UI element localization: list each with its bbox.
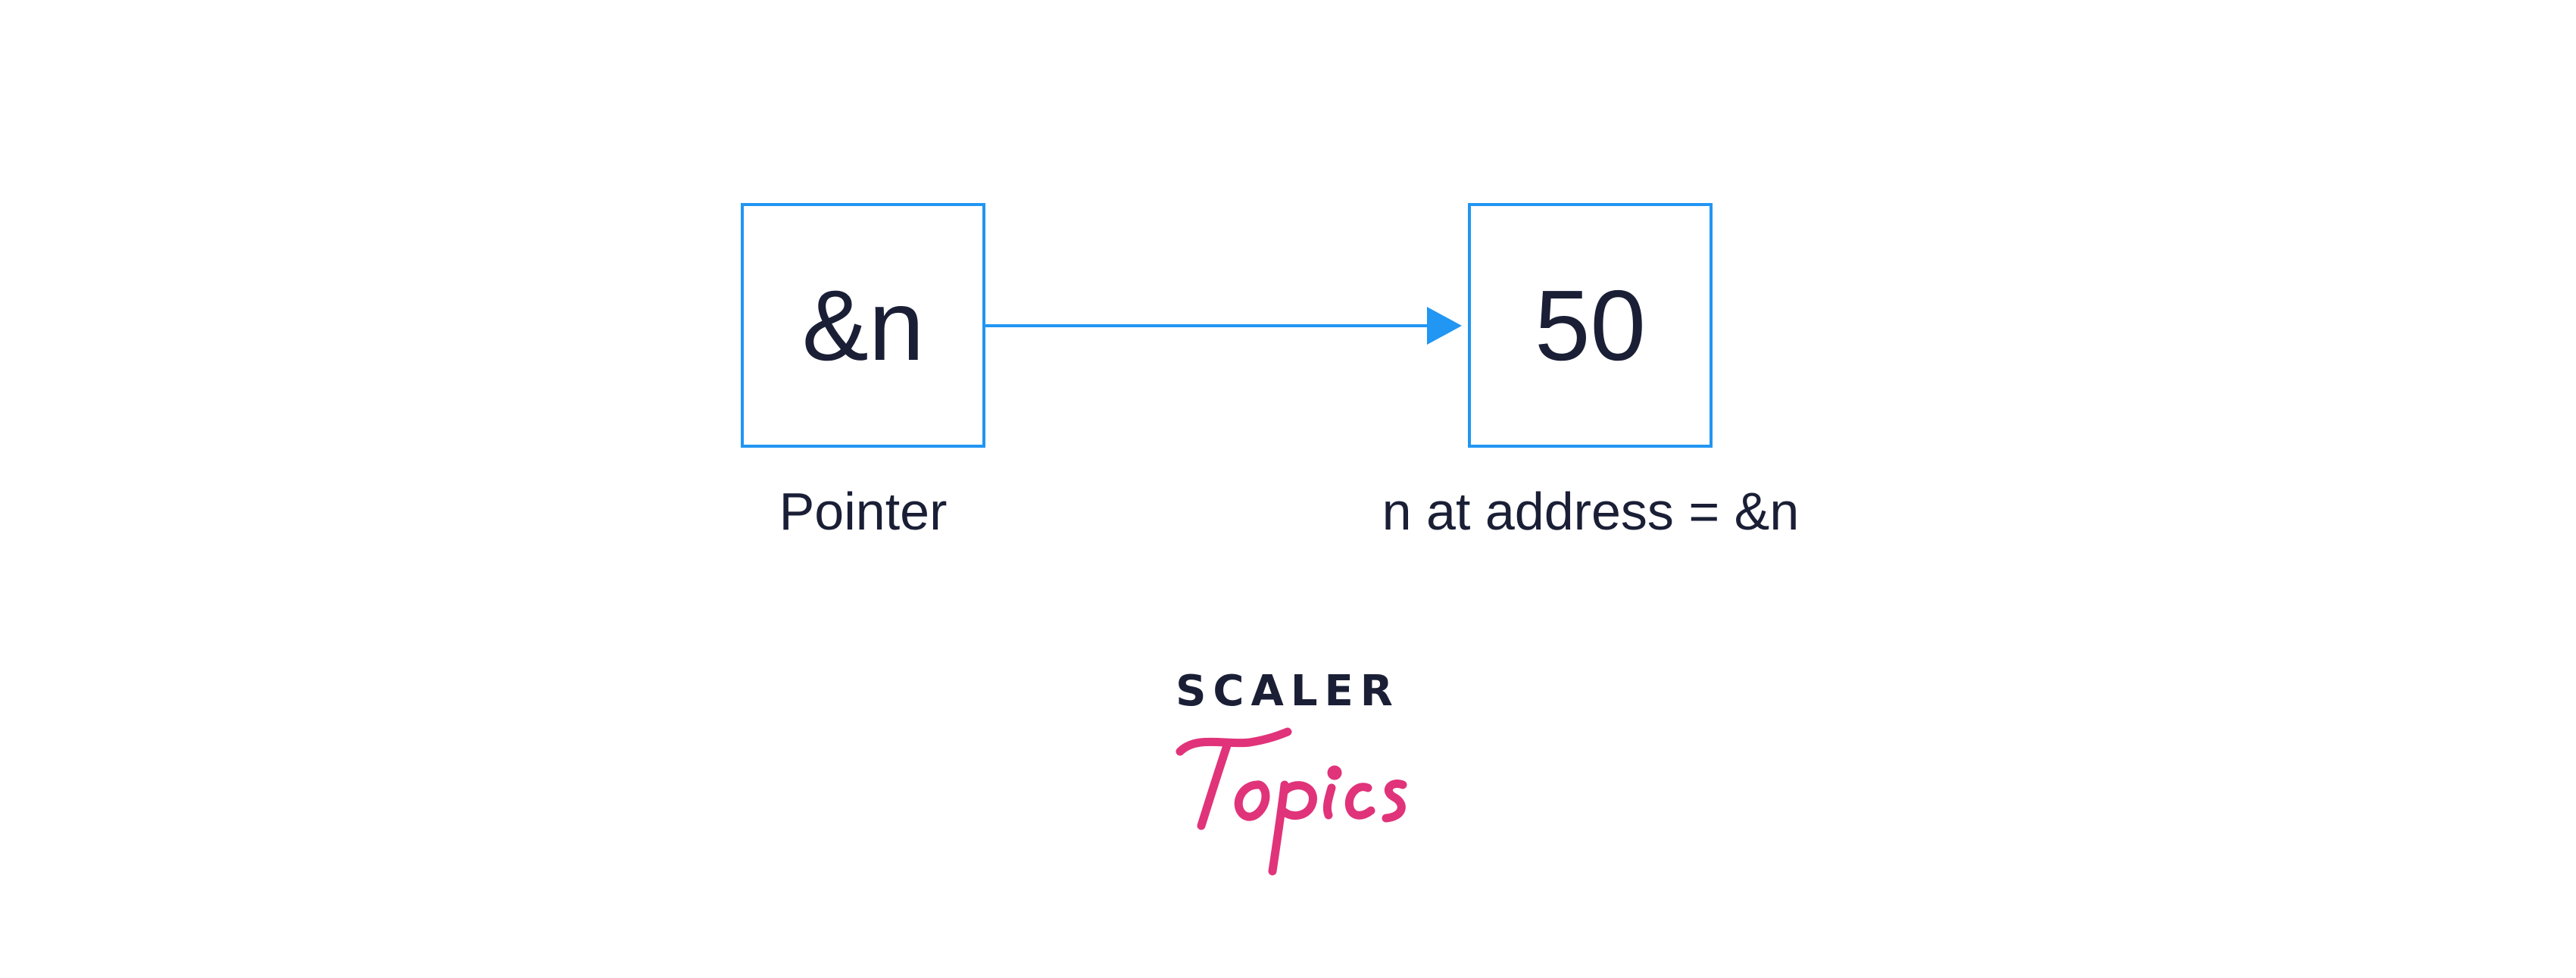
logo-scaler-text: SCALER	[1176, 667, 1400, 716]
logo-topics-script	[1176, 727, 1407, 876]
arrow-head-icon	[1427, 307, 1462, 345]
value-box-label: 50	[1535, 269, 1646, 381]
pointer-box-label: &n	[801, 269, 925, 381]
pointer-caption: Pointer	[779, 482, 948, 541]
pointer-box: &n	[741, 203, 985, 448]
value-box: 50	[1468, 203, 1713, 448]
scaler-topics-logo: SCALER	[1136, 651, 1439, 879]
value-caption: n at address = &n	[1382, 482, 1800, 541]
